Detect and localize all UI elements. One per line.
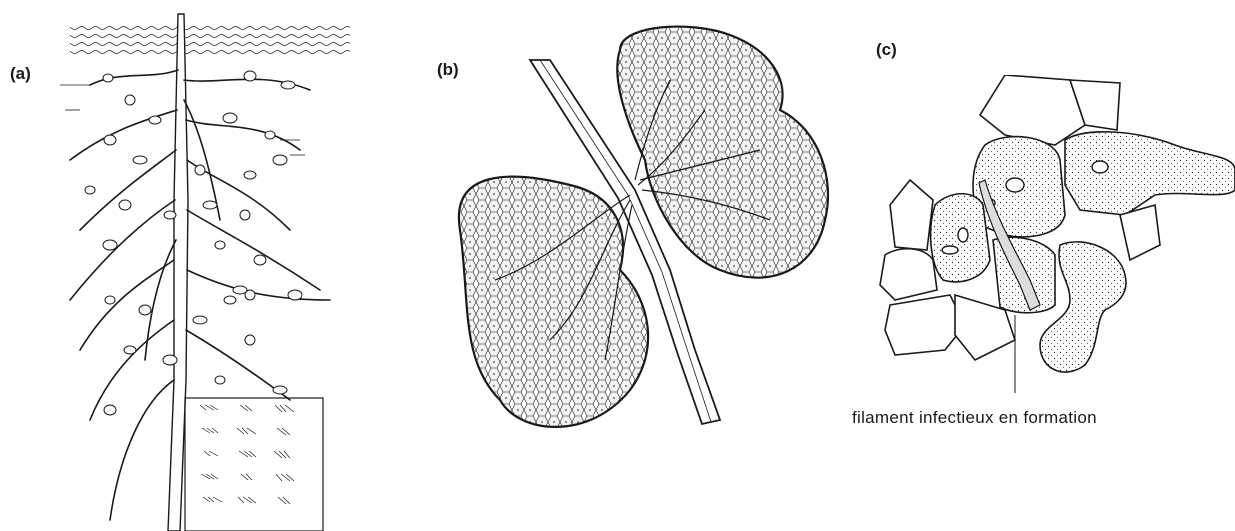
nodule	[203, 201, 217, 209]
nodule	[103, 240, 117, 250]
nodule	[245, 335, 255, 345]
nodule	[224, 296, 236, 304]
root-hair	[201, 474, 210, 479]
nodule	[193, 316, 207, 324]
nodule	[133, 156, 147, 164]
root-hair	[206, 474, 214, 479]
nodule	[85, 186, 95, 194]
root-hair	[211, 474, 218, 479]
nodule	[149, 116, 161, 124]
nodule	[244, 171, 256, 179]
nodule	[215, 376, 225, 384]
root-hair	[247, 428, 256, 434]
nodule-section-illustration	[440, 20, 840, 460]
root-hair	[278, 497, 286, 504]
nodule	[119, 200, 131, 210]
soil-surface	[70, 26, 350, 56]
root-hair	[205, 405, 214, 410]
lateral-root	[186, 120, 300, 150]
nodule	[164, 211, 176, 219]
nodule	[244, 71, 256, 81]
root-hair	[285, 405, 294, 412]
nodule	[254, 255, 266, 265]
root-hair	[248, 497, 256, 503]
infection-thread-illustration	[855, 75, 1235, 395]
root-hair	[202, 428, 210, 433]
nodule	[163, 355, 177, 365]
panel-c-label: (c)	[876, 40, 897, 60]
root-hair	[274, 451, 282, 458]
infection-thread-annotation: filament infectieux en formation	[852, 408, 1097, 428]
nodule	[125, 95, 135, 105]
root-hair	[213, 497, 222, 502]
root-hair	[243, 497, 252, 503]
plant-cells	[880, 75, 1235, 372]
lateral-root	[70, 110, 177, 160]
root-hair	[276, 474, 282, 481]
lateral-root	[145, 240, 176, 360]
root-hair	[277, 428, 286, 435]
nodule-lobe-lower	[459, 177, 648, 427]
root-hair	[283, 497, 290, 504]
root-hair	[200, 405, 206, 410]
nodule	[139, 305, 151, 315]
root-hair	[238, 497, 244, 503]
root-hair	[286, 474, 294, 481]
nodule	[104, 405, 116, 415]
nodule	[265, 131, 275, 139]
nodule	[103, 74, 113, 82]
root-hair	[209, 451, 218, 456]
nodule	[104, 135, 116, 145]
root-hair	[239, 451, 248, 457]
panel-a-label: (a)	[10, 64, 31, 84]
root-hair	[281, 474, 290, 481]
lateral-root	[90, 320, 174, 420]
nodule	[195, 165, 205, 175]
inset-box	[185, 398, 323, 531]
root-hair	[204, 451, 210, 456]
nodule	[245, 290, 255, 300]
root-hair	[210, 405, 218, 410]
nodule	[233, 286, 247, 294]
nodule	[223, 113, 237, 123]
lateral-root	[187, 270, 330, 300]
lateral-root	[80, 260, 174, 350]
nodule	[240, 210, 250, 220]
root-hair	[282, 428, 290, 435]
root-hair	[249, 451, 256, 457]
nodule	[273, 386, 287, 394]
root-hair	[240, 405, 248, 411]
nodule	[124, 346, 136, 354]
nodule	[215, 241, 225, 249]
nodule	[288, 290, 302, 300]
root-system-illustration	[50, 0, 350, 531]
root-hair	[244, 451, 252, 457]
nodule	[281, 81, 295, 89]
root-hair	[245, 405, 252, 411]
lateral-root	[110, 380, 174, 520]
root-hairs	[200, 405, 294, 504]
nodule	[273, 155, 287, 165]
nodule	[105, 296, 115, 304]
